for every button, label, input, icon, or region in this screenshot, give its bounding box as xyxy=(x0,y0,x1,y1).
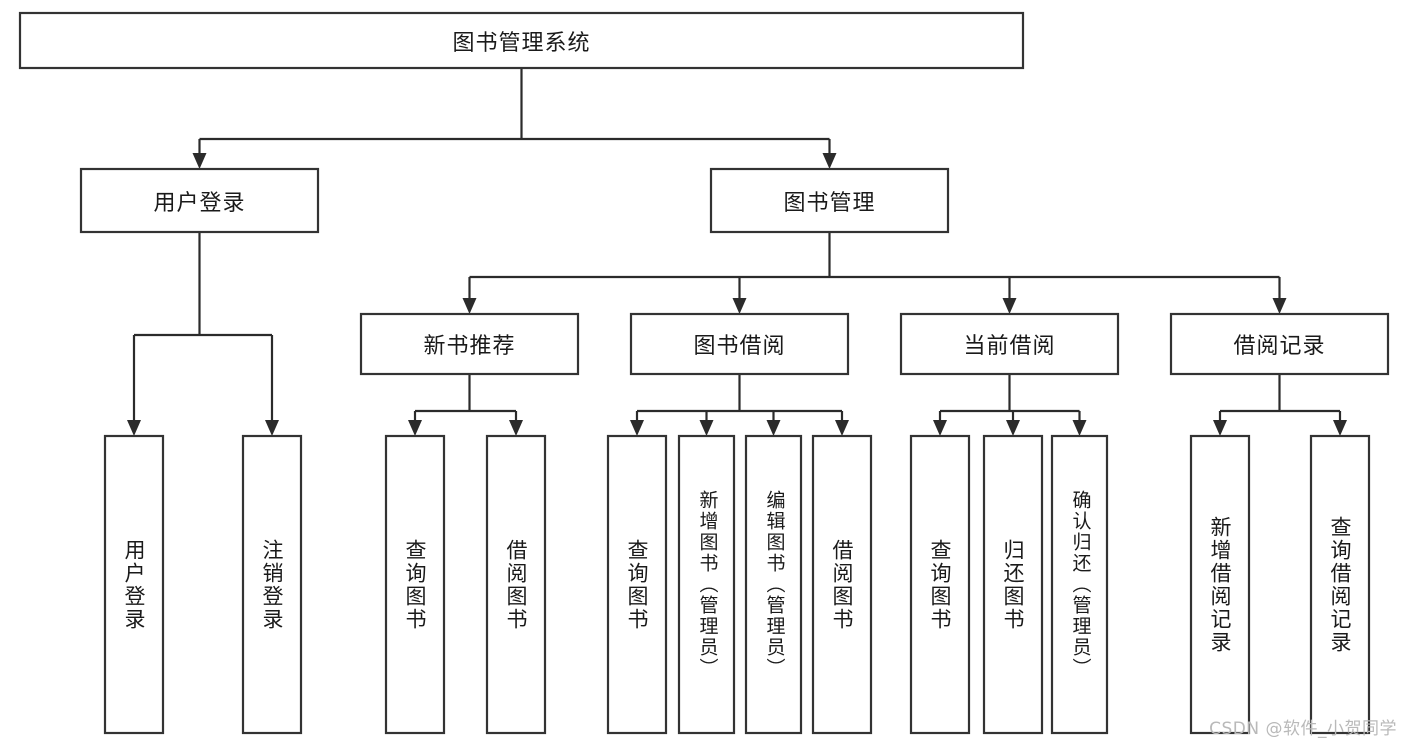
arrow-head-to-leaf-add-book xyxy=(699,420,714,436)
arrow-head-to-user-login xyxy=(192,153,207,169)
node-box-book-manage[interactable] xyxy=(709,167,950,234)
connector-layer xyxy=(127,68,1347,436)
node-layer xyxy=(18,11,1390,735)
node-box-leaf-add-record[interactable] xyxy=(1189,434,1251,735)
arrow-head-to-leaf-query-record xyxy=(1333,420,1347,436)
node-box-leaf-query-book-2[interactable] xyxy=(606,434,668,735)
node-box-root[interactable] xyxy=(18,11,1025,70)
arrow-head-to-current-borrow xyxy=(1002,298,1017,314)
node-box-borrow-record[interactable] xyxy=(1169,312,1390,376)
node-box-leaf-edit-book[interactable] xyxy=(744,434,803,735)
arrow-head-to-leaf-query-book-1 xyxy=(408,420,422,436)
arrow-head-to-leaf-add-record xyxy=(1213,420,1227,436)
arrow-head-to-leaf-edit-book xyxy=(766,420,781,436)
arrow-head-to-leaf-return-book xyxy=(1006,420,1020,436)
node-box-leaf-user-login[interactable] xyxy=(103,434,165,735)
node-box-new-book-recommend[interactable] xyxy=(359,312,580,376)
arrow-head-to-leaf-query-book-2 xyxy=(630,420,644,436)
node-box-user-login[interactable] xyxy=(79,167,320,234)
arrow-head-to-book-borrow xyxy=(732,298,747,314)
node-box-leaf-return-book[interactable] xyxy=(982,434,1044,735)
arrow-head-to-leaf-confirm-return xyxy=(1072,420,1087,436)
arrow-head-to-borrow-record xyxy=(1272,298,1287,314)
arrow-head-to-leaf-query-book-3 xyxy=(933,420,947,436)
node-box-current-borrow[interactable] xyxy=(899,312,1120,376)
node-box-leaf-confirm-return[interactable] xyxy=(1050,434,1109,735)
node-box-leaf-borrow-book-1[interactable] xyxy=(485,434,547,735)
arrow-head-to-leaf-user-login xyxy=(127,420,141,436)
arrow-head-to-new-book-recommend xyxy=(462,298,477,314)
node-box-leaf-add-book[interactable] xyxy=(677,434,736,735)
node-box-leaf-borrow-book-2[interactable] xyxy=(811,434,873,735)
node-box-leaf-query-record[interactable] xyxy=(1309,434,1371,735)
node-box-leaf-user-logout[interactable] xyxy=(241,434,303,735)
csdn-watermark: CSDN @软件_小贺同学 xyxy=(1209,719,1397,739)
arrow-head-to-leaf-borrow-book-1 xyxy=(509,420,523,436)
node-box-leaf-query-book-1[interactable] xyxy=(384,434,446,735)
arrow-head-to-leaf-user-logout xyxy=(265,420,279,436)
node-box-book-borrow[interactable] xyxy=(629,312,850,376)
arrow-head-to-leaf-borrow-book-2 xyxy=(835,420,849,436)
arrow-head-to-book-manage xyxy=(822,153,837,169)
node-box-leaf-query-book-3[interactable] xyxy=(909,434,971,735)
